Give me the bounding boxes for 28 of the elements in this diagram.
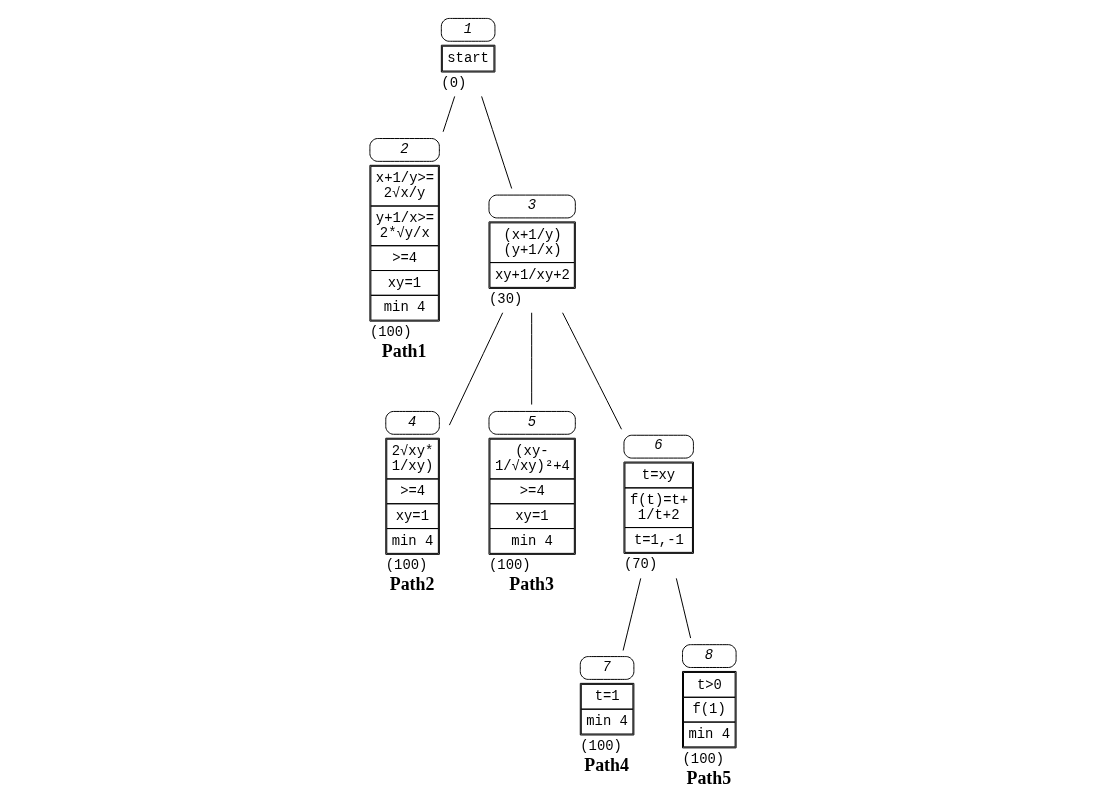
node-label: (100) bbox=[369, 324, 412, 341]
connector bbox=[531, 312, 533, 406]
node-label: (100) bbox=[385, 557, 428, 574]
connector bbox=[675, 577, 692, 639]
node-label: Path2 bbox=[389, 574, 435, 595]
node-label: (70) bbox=[623, 556, 658, 573]
node-label: (30) bbox=[488, 291, 523, 308]
node-label: 6 bbox=[654, 437, 663, 454]
node-label: Path5 bbox=[686, 768, 732, 789]
node-label: 4 bbox=[408, 413, 417, 430]
node-label: (0) bbox=[441, 75, 467, 92]
node-label: (100) bbox=[488, 557, 531, 574]
node-label: 1 bbox=[463, 20, 473, 37]
node-label: 5 bbox=[527, 413, 537, 430]
node-label: 2 bbox=[400, 140, 409, 157]
connector bbox=[448, 312, 504, 426]
node-label: Path4 bbox=[584, 755, 629, 776]
node-label: 8 bbox=[704, 646, 714, 663]
node-label: Path3 bbox=[509, 574, 554, 595]
node-label: 7 bbox=[602, 658, 611, 675]
node-label: Path1 bbox=[381, 341, 427, 362]
node-label: (100) bbox=[580, 738, 622, 755]
node-label: 3 bbox=[527, 197, 537, 214]
node-label: (100) bbox=[682, 750, 725, 767]
connector bbox=[442, 95, 456, 133]
connector bbox=[622, 577, 642, 651]
connector bbox=[562, 312, 623, 430]
connector bbox=[481, 95, 513, 190]
